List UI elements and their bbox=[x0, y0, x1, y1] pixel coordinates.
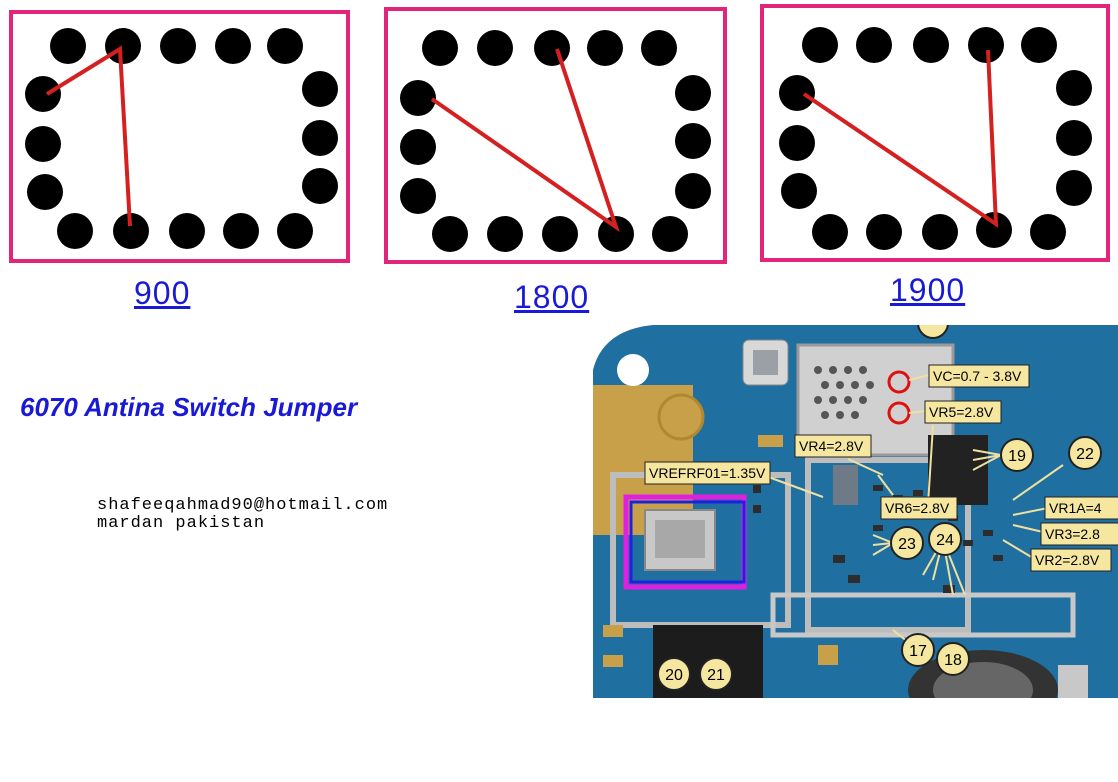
test-point-23-label: 23 bbox=[898, 536, 916, 553]
voltage-label-vr1a-text: VR1A=4 bbox=[1049, 500, 1102, 516]
page-title: 6070 Antina Switch Jumper bbox=[20, 392, 358, 422]
pad bbox=[215, 28, 251, 64]
pad bbox=[487, 216, 523, 252]
contact-location: mardan pakistan bbox=[97, 514, 266, 533]
pad bbox=[812, 214, 848, 250]
test-point-20: 20 bbox=[657, 657, 691, 691]
test-point-22-label: 22 bbox=[1076, 446, 1094, 463]
pad-diagram-900 bbox=[9, 10, 350, 263]
jumper-line-1800 bbox=[430, 48, 620, 233]
pad bbox=[302, 120, 338, 156]
voltage-label-vr6: VR6=2.8V bbox=[880, 496, 958, 520]
band-label-900: 900 bbox=[134, 275, 191, 311]
pad-diagram-900-svg bbox=[25, 28, 338, 249]
voltage-label-vr4-text: VR4=2.8V bbox=[799, 438, 864, 454]
pad bbox=[913, 27, 949, 63]
pad bbox=[802, 27, 838, 63]
pad bbox=[57, 213, 93, 249]
voltage-label-vrefrf01-text: VREFRF01=1.35V bbox=[649, 465, 766, 481]
pad bbox=[50, 28, 86, 64]
pad bbox=[432, 216, 468, 252]
pad bbox=[968, 27, 1004, 63]
pad bbox=[105, 28, 141, 64]
pad bbox=[302, 168, 338, 204]
pad-diagram-1800-svg bbox=[400, 30, 711, 252]
pad bbox=[477, 30, 513, 66]
pad bbox=[587, 30, 623, 66]
test-point-21-label: 21 bbox=[707, 667, 725, 684]
test-point-18: 18 bbox=[936, 642, 970, 676]
pad bbox=[25, 76, 61, 112]
pad bbox=[534, 30, 570, 66]
pad bbox=[223, 213, 259, 249]
pad bbox=[160, 28, 196, 64]
voltage-label-vr5: VR5=2.8V bbox=[924, 400, 1002, 424]
pad bbox=[779, 125, 815, 161]
voltage-label-vr2-text: VR2=2.8V bbox=[1035, 552, 1100, 568]
voltage-label-vr5-text: VR5=2.8V bbox=[929, 404, 994, 420]
test-point-24: 24 bbox=[928, 522, 962, 556]
test-point-21: 21 bbox=[699, 657, 733, 691]
pad-diagram-1900 bbox=[760, 4, 1110, 262]
test-point-17: 17 bbox=[901, 633, 935, 667]
pad bbox=[542, 216, 578, 252]
pad bbox=[400, 129, 436, 165]
voltage-label-vr3-text: VR3=2.8 bbox=[1045, 526, 1100, 542]
jumper-line-900 bbox=[45, 45, 132, 227]
test-point-19-label: 19 bbox=[1008, 448, 1026, 465]
jumper-line-1900 bbox=[802, 49, 999, 228]
pad bbox=[856, 27, 892, 63]
voltage-label-vr2: VR2=2.8V bbox=[1030, 548, 1112, 572]
pad bbox=[113, 213, 149, 249]
contact-block: shafeeqahmad90@hotmail.com mardan pakist… bbox=[97, 497, 388, 533]
pad bbox=[400, 80, 436, 116]
pad bbox=[675, 173, 711, 209]
test-point-18-label: 18 bbox=[944, 652, 962, 669]
contact-email: shafeeqahmad90@hotmail.com bbox=[97, 496, 389, 515]
pad bbox=[922, 214, 958, 250]
pad bbox=[27, 174, 63, 210]
pad bbox=[277, 213, 313, 249]
pad bbox=[1021, 27, 1057, 63]
pad-diagram-1800 bbox=[384, 7, 727, 264]
voltage-label-vc-text: VC=0.7 - 3.8V bbox=[933, 368, 1022, 384]
pad bbox=[422, 30, 458, 66]
voltage-label-vr4: VR4=2.8V bbox=[794, 434, 872, 458]
pad bbox=[1056, 70, 1092, 106]
pad bbox=[25, 126, 61, 162]
voltage-label-vr3: VR3=2.8 bbox=[1040, 522, 1118, 546]
pad bbox=[1030, 214, 1066, 250]
test-point-17-label: 17 bbox=[909, 643, 927, 660]
test-point-23: 23 bbox=[890, 526, 924, 560]
voltage-label-vrefrf01: VREFRF01=1.35V bbox=[644, 461, 771, 485]
test-point-20-label: 20 bbox=[665, 667, 683, 684]
voltage-label-vc: VC=0.7 - 3.8V bbox=[928, 364, 1030, 388]
band-label-1900: 1900 bbox=[890, 272, 966, 308]
pcb-board-image: VC=0.7 - 3.8V VR5=2.8V VR4=2.8V VREFRF01… bbox=[593, 325, 1118, 698]
test-point-24-label: 24 bbox=[936, 532, 954, 549]
pad bbox=[641, 30, 677, 66]
pad bbox=[781, 173, 817, 209]
voltage-label-vr1a: VR1A=4 bbox=[1044, 496, 1118, 520]
pad bbox=[302, 71, 338, 107]
pad bbox=[169, 213, 205, 249]
pad bbox=[400, 178, 436, 214]
pad bbox=[779, 75, 815, 111]
pcb-board-svg: VC=0.7 - 3.8V VR5=2.8V VR4=2.8V VREFRF01… bbox=[593, 325, 1118, 698]
pad bbox=[267, 28, 303, 64]
pad bbox=[652, 216, 688, 252]
pad bbox=[598, 216, 634, 252]
pad bbox=[1056, 170, 1092, 206]
test-point-22: 22 bbox=[1068, 436, 1102, 470]
pad bbox=[976, 212, 1012, 248]
pad bbox=[1056, 120, 1092, 156]
pad bbox=[866, 214, 902, 250]
test-point-19: 19 bbox=[1000, 438, 1034, 472]
pad-diagram-1900-svg bbox=[779, 27, 1092, 250]
pad bbox=[675, 123, 711, 159]
voltage-label-vr6-text: VR6=2.8V bbox=[885, 500, 950, 516]
band-label-1800: 1800 bbox=[514, 279, 590, 315]
pad bbox=[675, 75, 711, 111]
